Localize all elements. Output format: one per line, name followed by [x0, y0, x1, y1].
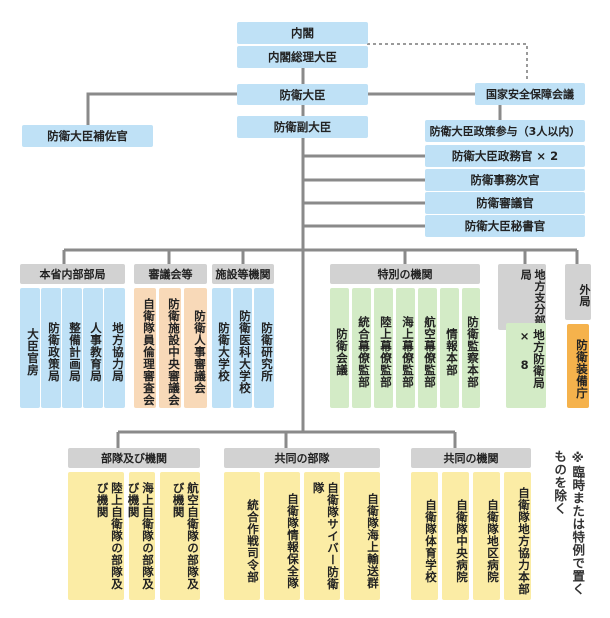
facility-medical-college: 防衛医科大学校	[233, 288, 252, 408]
private-secretary-box: 防衛大臣秘書官	[425, 215, 585, 237]
bureau-defense-policy: 防衛政策局	[41, 288, 61, 408]
councils-header: 審議会等	[134, 264, 207, 284]
council-ethics: 自衛隊員倫理審査会	[134, 288, 156, 408]
unit-air-sdf: 航空自衛隊の部隊及び機関	[160, 472, 200, 600]
cyber-defense-unit: 自衛隊サイバー防衛隊	[304, 472, 340, 600]
unit-ground-sdf: 陸上自衛隊の部隊及び機関	[68, 472, 124, 600]
units-header: 部隊及び機関	[68, 448, 200, 468]
prime-minister-box: 内閣総理大臣	[237, 46, 368, 68]
vice-minister-box: 防衛副大臣	[237, 116, 368, 138]
deputy-minister-box: 防衛審議官	[425, 192, 585, 214]
footnote: ※臨時または特例で置くものを除く	[552, 450, 586, 596]
unit-maritime-sdf: 海上自衛隊の部隊及び機関	[127, 472, 155, 600]
national-security-council-box: 国家安全保障会議	[475, 83, 585, 105]
defense-minister-box: 防衛大臣	[237, 84, 368, 105]
council-personnel: 防衛人事審議会	[184, 288, 207, 408]
parliamentary-secretary-box: 防衛大臣政務官 × 2	[425, 145, 585, 167]
special-inspection-hq: 防衛監察本部	[462, 288, 480, 408]
facility-research-institute: 防衛研究所	[254, 288, 274, 408]
council-facilities: 防衛施設中央審議会	[159, 288, 181, 408]
bureau-local-cooperation: 地方協力局	[104, 288, 125, 408]
internal-bureaus-header: 本省内部部局	[20, 264, 125, 284]
central-hospital: 自衛隊中央病院	[442, 472, 469, 600]
external-agency-header: 外局	[565, 264, 591, 320]
special-organs-header: 特別の機関	[330, 264, 480, 284]
intelligence-security-unit: 自衛隊情報保全隊	[264, 472, 300, 600]
bureau-defense-buildup: 整備計画局	[62, 288, 82, 408]
district-hospital: 自衛隊地区病院	[473, 472, 500, 600]
physical-training-school: 自衛隊体育学校	[411, 472, 438, 600]
acquisition-agency: 防衛装備庁	[567, 324, 589, 408]
bureau-secretariat: 大臣官房	[20, 288, 40, 408]
policy-advisor-box: 防衛大臣政策参与（3人以内）	[425, 120, 585, 142]
special-intelligence-hq: 情報本部	[440, 288, 459, 408]
special-advisor-box: 防衛大臣補佐官	[22, 125, 153, 147]
joint-orgs-header: 共同の機関	[411, 448, 531, 468]
facility-defense-academy: 防衛大学校	[212, 288, 231, 408]
special-joint-staff: 統合幕僚監部	[352, 288, 371, 408]
vice-minister-admin-box: 防衛事務次官	[425, 169, 585, 191]
special-maritime-staff: 海上幕僚監部	[396, 288, 415, 408]
regional-bureaus-header: 地方支分部局	[498, 264, 546, 330]
regional-defense-bureau: 地方防衛局 × 8	[506, 323, 546, 408]
joint-units-header: 共同の部隊	[224, 448, 380, 468]
special-ground-staff: 陸上幕僚監部	[374, 288, 393, 408]
special-air-staff: 航空幕僚監部	[418, 288, 437, 408]
bureau-personnel: 人事教育局	[83, 288, 103, 408]
provincial-cooperation-office: 自衛隊地方協力本部	[504, 472, 531, 600]
maritime-transport-group: 自衛隊海上輸送群	[344, 472, 380, 600]
special-defense-council: 防衛会議	[330, 288, 349, 408]
cabinet-box: 内閣	[237, 22, 368, 44]
joint-operations-command: 統合作戦司令部	[224, 472, 260, 600]
facilities-header: 施設等機関	[212, 264, 274, 284]
